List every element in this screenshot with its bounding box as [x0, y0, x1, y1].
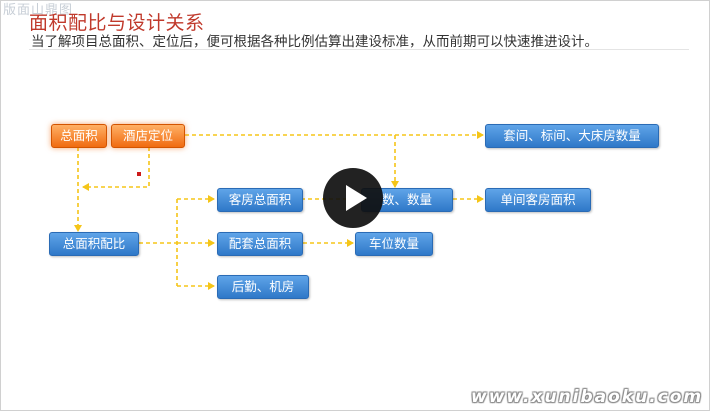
slide-subtitle: 当了解项目总面积、定位后，便可根据各种比例估算出建设标准，从而前期可以快速推进设…	[31, 34, 598, 50]
node-logistics-machine-room: 后勤、机房	[217, 275, 309, 299]
node-suite-room-count: 套间、标间、大床房数量	[485, 124, 659, 148]
node-area-ratio: 总面积配比	[49, 232, 139, 256]
node-support-total-area: 配套总面积	[217, 232, 303, 256]
node-guestroom-total-area: 客房总面积	[217, 188, 303, 212]
node-total-area: 总面积	[51, 124, 107, 148]
slide-title: 面积配比与设计关系	[29, 12, 205, 34]
node-hotel-positioning: 酒店定位	[111, 124, 185, 148]
title-divider	[29, 49, 689, 50]
brand-mark: 版面山鼎图	[3, 3, 74, 18]
cursor-marker	[137, 172, 141, 176]
play-icon[interactable]	[323, 168, 383, 228]
node-single-room-area: 单间客房面积	[485, 188, 591, 212]
watermark-text: www.xunibaoku.com	[471, 387, 704, 407]
connector-positioning-feedback	[82, 147, 150, 191]
node-parking-count: 车位数量	[355, 232, 433, 256]
